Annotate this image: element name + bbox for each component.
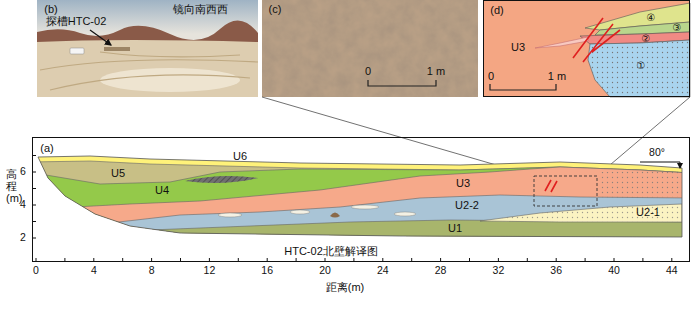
trench-log (30, 140, 690, 260)
axis-tick-label: 2 (20, 232, 26, 243)
axis-tick-label: 12 (204, 265, 216, 276)
photo-panel: (b) 镜向南西西探槽HTC-02 (37, 0, 258, 97)
scale-bar (368, 80, 436, 86)
fault-lines (545, 180, 557, 192)
zoom-box (534, 176, 597, 206)
panel-letter: (d) (490, 5, 503, 17)
sediment-texture (262, 0, 478, 97)
layer-1-dots (588, 40, 690, 97)
unit-u3-fill (483, 0, 690, 97)
axis-tick-label: 44 (666, 265, 678, 276)
panel-text: 镜向南西西 (173, 4, 228, 16)
axis-title: 高程(m) (6, 168, 17, 204)
panel-text: U3 (511, 42, 525, 54)
wall-photo (262, 0, 478, 97)
layer-1 (588, 40, 690, 97)
fault-lines (573, 18, 620, 62)
sediment-wall (262, 0, 478, 97)
scale-bar (490, 84, 556, 90)
axis-tick-label: 4 (91, 265, 97, 276)
axis-tick-label: 4 (20, 199, 26, 210)
unit-u6 (30, 140, 690, 260)
sand-lens (290, 210, 310, 214)
unit-u3 (30, 167, 690, 260)
axis-tick-label: 36 (550, 265, 562, 276)
panel-text: ② (642, 34, 651, 45)
trench-cut (104, 47, 130, 51)
log-panel: (a) HTC-02北壁解译图 (32, 137, 690, 262)
unit-label: U2-1 (636, 207, 660, 219)
clast (330, 213, 340, 218)
axis-tick-label: 28 (435, 265, 447, 276)
panel-text: ④ (647, 13, 656, 24)
thin-tongue (535, 37, 588, 48)
gravel-lens-hatch (185, 176, 258, 183)
trench-outline (38, 156, 682, 237)
panel-text: 探槽HTC-02 (46, 16, 107, 28)
angle-label: 80° (649, 147, 665, 158)
unit-label: U1 (448, 223, 462, 235)
unit-label: U3 (456, 178, 470, 190)
site-photo (37, 0, 258, 97)
unit-label: U2-2 (455, 200, 479, 212)
detail-sketch (483, 0, 690, 97)
axis-title: 距离(m) (326, 282, 365, 294)
axis-tick-label: 0 (33, 265, 39, 276)
unit-u2-1-dots (480, 204, 682, 222)
strike-marker (640, 162, 680, 168)
axis-tick-label: 32 (493, 265, 505, 276)
unit-label: U4 (155, 185, 169, 197)
sand-patch (100, 68, 240, 92)
gravel-lens (185, 176, 258, 183)
wheel-tracks (40, 52, 258, 90)
sky (37, 0, 258, 97)
pointer-arrow (90, 30, 111, 45)
panel-text: 0 (488, 71, 494, 83)
panel-text: 0 (365, 66, 371, 78)
unit-u2-1 (480, 204, 682, 222)
axis-tick-label: 6 (20, 166, 26, 177)
unit-u4 (30, 167, 690, 260)
unit-label: U6 (233, 151, 247, 163)
panel-text: ③ (673, 23, 682, 34)
axis-tick-label: 20 (319, 265, 331, 276)
photo-panel: (c) 0 1 m (262, 0, 478, 97)
panel-text: ① (637, 61, 646, 72)
sketch-panel: (d) ④ ③ ② ① U3 0 1 m (483, 0, 690, 97)
axis-ticks (32, 156, 672, 263)
panel-letter: (a) (40, 143, 53, 155)
sand-lens (351, 205, 379, 209)
unit-label: U5 (111, 168, 125, 180)
sand-lens (394, 212, 416, 216)
panel-text: 1 m (548, 71, 566, 83)
sand-lens (218, 213, 242, 217)
axis-tick-label: 40 (608, 265, 620, 276)
panel-text: 1 m (427, 66, 445, 78)
axis-tick-label: 24 (377, 265, 389, 276)
unit-u2-2 (30, 195, 690, 260)
desert-ground (37, 40, 258, 97)
axis-tick-label: 8 (149, 265, 155, 276)
u3-texture (600, 170, 682, 198)
panel-letter: (b) (44, 4, 57, 16)
panel-letter: (c) (269, 4, 282, 16)
panel-text: HTC-02北壁解译图 (284, 246, 378, 258)
unit-u5 (30, 161, 690, 260)
vehicle (70, 48, 84, 54)
axis-tick-label: 16 (261, 265, 273, 276)
